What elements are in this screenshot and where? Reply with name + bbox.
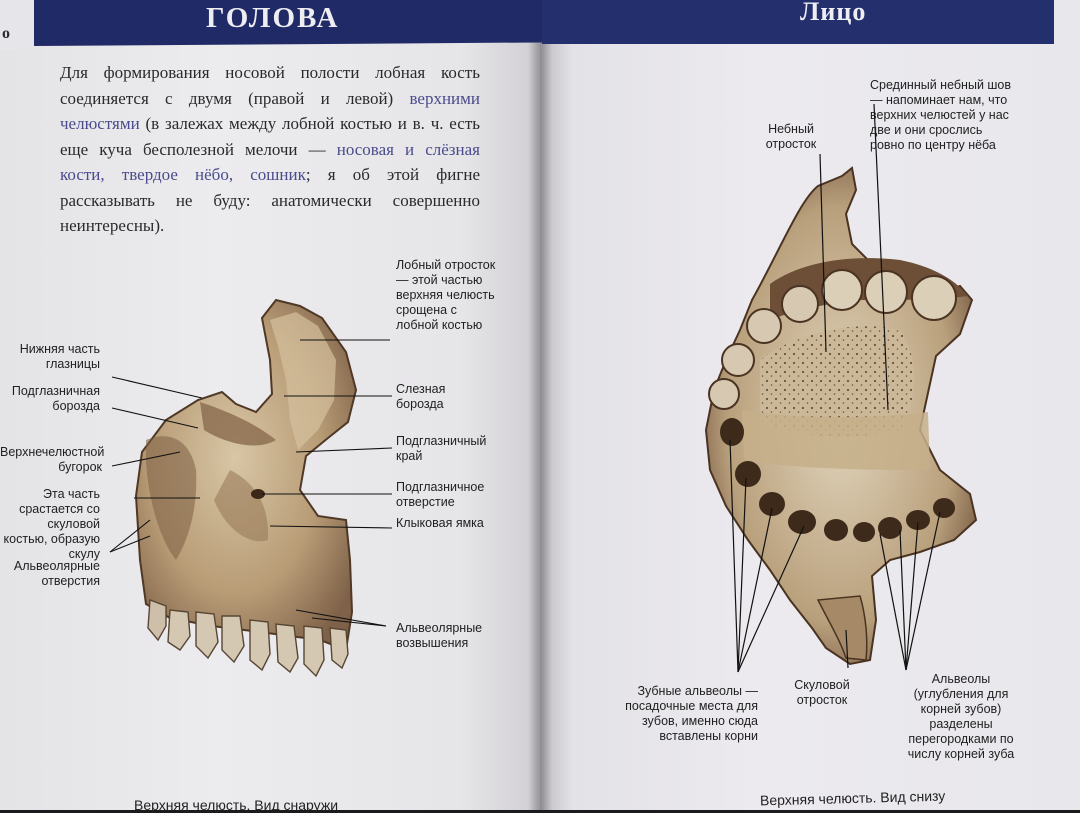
term-maxillae: верхними челюстями [60,88,480,134]
term-small-bones: носовая и слёзная кости, твердое нёбо, с… [60,139,480,185]
previous-page-edge [0,0,36,50]
label-lower-orbit: Нижняя часть глазницы [19,342,100,371]
right-header-band [542,0,1054,44]
label-zygomatic-process: Скуловой отросток [794,678,850,707]
label-alveolar-foramina: Альвеолярные отверстия [13,559,100,588]
left-page-title: ГОЛОВА [206,2,340,34]
label-infraorbital-margin: Подглазничный край [396,434,487,463]
label-dental-alveoli: Зубные альвеолы — посадочные места для з… [625,684,758,743]
label-frontal-process: Лобный отросток — этой частью верхняя че… [396,258,496,332]
label-infraorbital-groove: Подглазничная борозда [11,384,100,413]
intro-text-3: ; я об этой фигне рассказывать не буду: … [60,165,480,235]
label-lacrimal-groove: Слезная борозда [396,382,446,411]
label-alveoli-septa: Альвеолы (углубления для корней зубов) р… [907,672,1015,761]
label-palatine-process: Небный отросток [765,122,817,151]
label-infraorbital-foramen: Подглазничное отверстие [396,480,485,509]
label-zygomatic-part: Эта часть срастается со скуловой костью,… [3,487,100,561]
page-number: о [2,25,10,42]
label-median-suture: Срединный небный шов — напоминает нам, ч… [870,78,1012,152]
label-canine-fossa: Клыковая ямка [396,516,484,530]
book-spine [528,0,552,810]
intro-text-2: (в залежах между лобной костью и в. ч. е… [60,114,480,159]
label-maxillary-tuber: Верхнечелюстной бугорок [0,445,105,474]
left-leader-lines [109,339,393,627]
label-alveolar-yokes: Альвеолярные возвышения [396,621,483,650]
intro-paragraph: Для формирования носовой полости лобная … [60,60,480,239]
right-page-title: Лицо [800,0,867,26]
maxilla-inferior-illustration [704,166,978,666]
left-figure-caption: Верхняя челюсть. Вид снаружи [134,797,339,813]
right-leader-lines [729,103,941,673]
intro-text-1: Для формирования носовой полости лобная … [60,63,480,108]
